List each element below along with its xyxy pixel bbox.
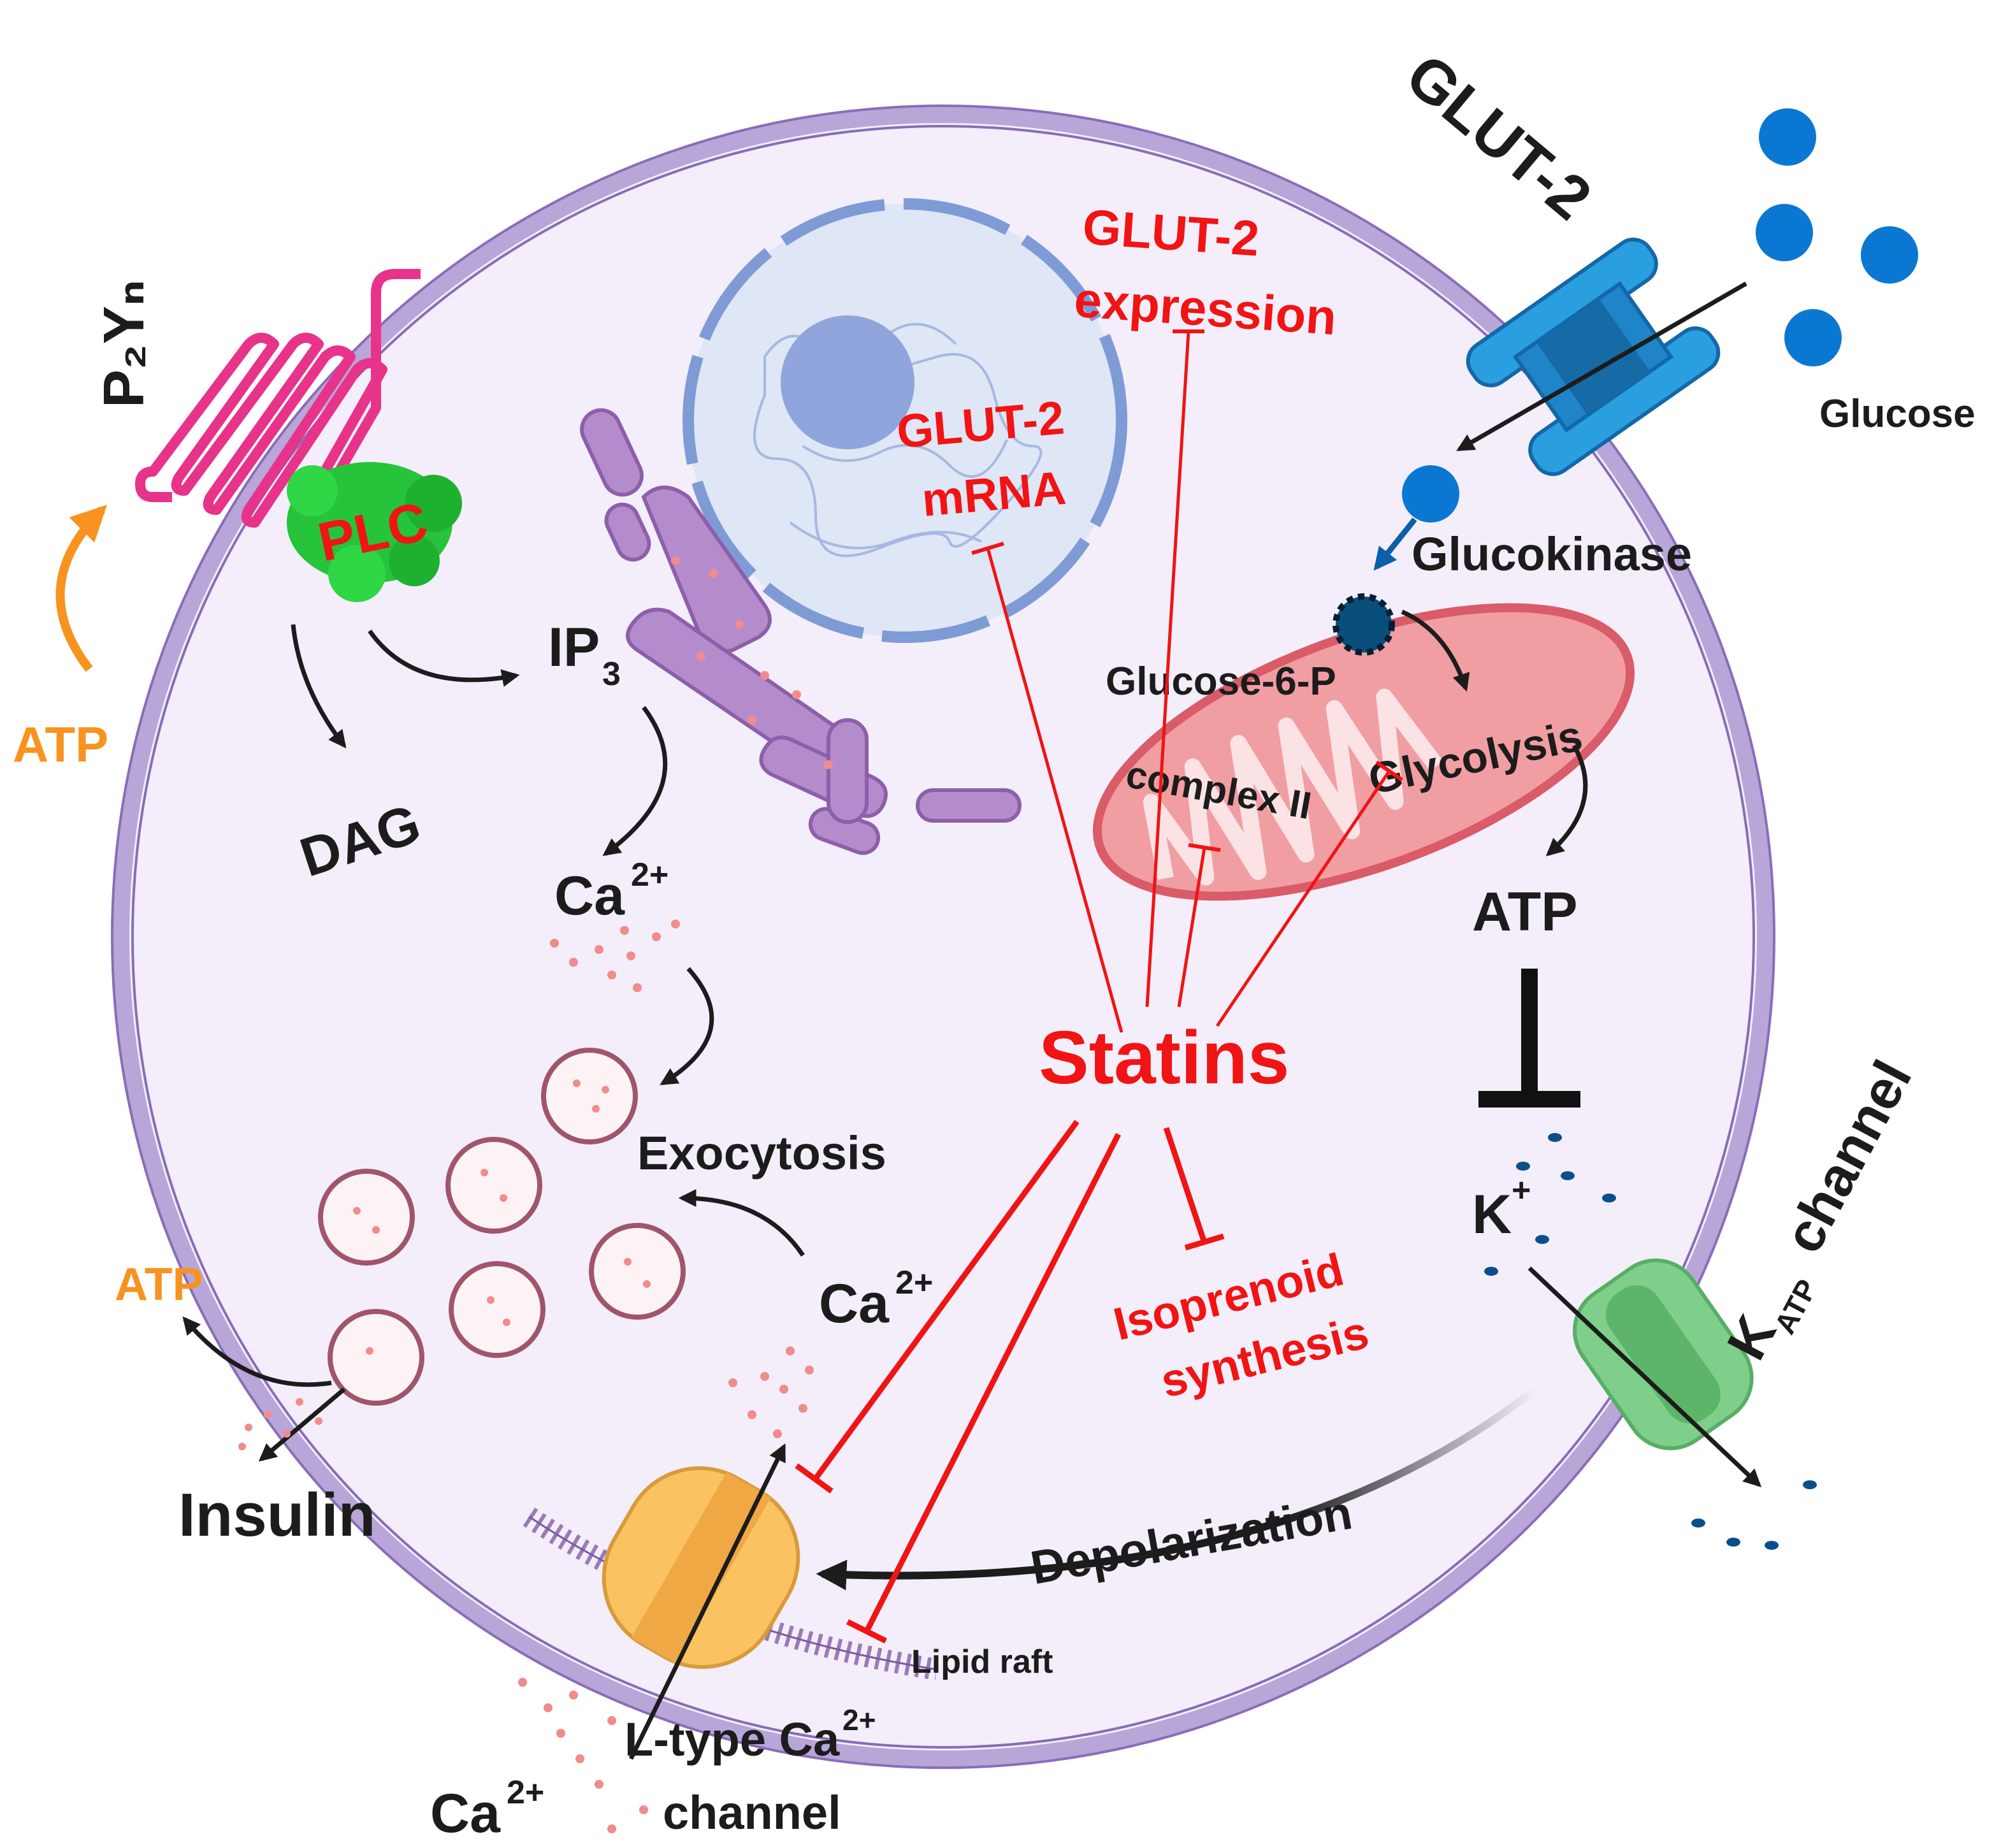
ca-ions-er xyxy=(550,920,680,992)
cell-membrane-outer-line xyxy=(111,105,1775,1769)
glucose-label: Glucose xyxy=(1819,392,1976,436)
svg-text:K: K xyxy=(1472,1184,1512,1245)
svg-text:3: 3 xyxy=(602,656,621,693)
k-plus-label: K + xyxy=(1472,1172,1531,1245)
svg-text:Ca: Ca xyxy=(554,865,625,927)
glucokinase-label: Glucokinase xyxy=(1412,528,1692,581)
svg-text:+: + xyxy=(1512,1172,1531,1209)
er-icon xyxy=(580,408,1022,855)
arrow-to-insulin xyxy=(258,1387,346,1462)
arrow-ca-to-vesicles xyxy=(660,967,714,1085)
svg-text:GLUT-2: GLUT-2 xyxy=(1081,198,1261,266)
vesicle-icon xyxy=(328,1309,424,1406)
ip3-label: IP 3 xyxy=(548,617,621,693)
ca-inside-label: Ca 2+ xyxy=(819,1264,933,1334)
cell-membrane-inner-line xyxy=(131,125,1755,1749)
arrow-k-efflux xyxy=(1528,1266,1762,1487)
atp-orange-bottom-label: ATP xyxy=(115,1259,203,1310)
insulin-particles xyxy=(238,1398,322,1450)
insulin-vesicles xyxy=(318,1048,686,1406)
vesicle-icon xyxy=(445,1137,542,1234)
svg-text:2+: 2+ xyxy=(842,1703,876,1736)
insulin-label: Insulin xyxy=(178,1481,375,1549)
svg-text:channel: channel xyxy=(663,1786,841,1839)
er-ribosomes xyxy=(671,556,833,769)
atp-inhibits-katp xyxy=(1478,969,1580,1108)
vesicle-icon xyxy=(589,1223,686,1320)
arrow-plc-to-dag xyxy=(291,624,347,749)
svg-text:Ca: Ca xyxy=(430,1783,501,1844)
lipid-raft-label: Lipid raft xyxy=(911,1643,1053,1680)
arrow-glucose-to-glucokinase xyxy=(1373,517,1417,571)
svg-text:channel: channel xyxy=(1772,1051,1923,1262)
p2yn-label: P₂Yₙ xyxy=(92,280,156,408)
plc-enzyme-icon xyxy=(287,462,462,602)
glut2-transporter-icon xyxy=(1466,237,1721,477)
vesicle-icon xyxy=(449,1261,545,1358)
cell-membrane xyxy=(113,106,1774,1767)
depolarization-arrow xyxy=(816,1386,1538,1591)
svg-text:L-type Ca: L-type Ca xyxy=(625,1713,840,1766)
arrow-ca-to-exocytosis xyxy=(678,1189,805,1257)
svg-text:Ca: Ca xyxy=(819,1273,890,1334)
katp-channel-icon xyxy=(1573,1258,1754,1450)
svg-text:2+: 2+ xyxy=(895,1264,933,1301)
k-ions xyxy=(1484,1133,1817,1550)
glucose6p-label: Glucose-6-P xyxy=(1106,660,1336,704)
arrow-to-atp-bottom xyxy=(182,1316,332,1387)
arrow-g6p-to-glycolysis xyxy=(1401,609,1470,692)
atp-release-arrow-top xyxy=(55,505,107,672)
svg-text:IP: IP xyxy=(548,617,600,678)
glucokinase-icon xyxy=(1333,593,1395,656)
atp-black-label: ATP xyxy=(1472,881,1578,942)
arrow-glycolysis-to-atp xyxy=(1545,744,1588,856)
glut2-label: GLUT-2 xyxy=(1394,41,1604,233)
atp-orange-top-label: ATP xyxy=(13,716,108,772)
vesicle-icon xyxy=(318,1169,415,1266)
svg-text:2+: 2+ xyxy=(631,856,668,893)
statin-inhibition-lines xyxy=(795,329,1403,1644)
glucose-molecules xyxy=(1402,108,1918,523)
ca-ions-inside xyxy=(728,1346,814,1438)
arrow-ca-influx xyxy=(628,1443,786,1760)
arrow-glucose-through-glut2 xyxy=(1456,281,1747,452)
arrow-ip3-to-ca xyxy=(602,705,668,856)
svg-text:mRNA: mRNA xyxy=(920,461,1067,526)
vesicle-icon xyxy=(541,1048,638,1144)
nucleus-icon xyxy=(683,198,1127,643)
vesicle-dots xyxy=(353,1079,651,1355)
mitochondrion-icon xyxy=(1092,603,1635,901)
exocytosis-label: Exocytosis xyxy=(637,1127,886,1180)
statins-label: Statins xyxy=(1039,1016,1289,1100)
ca-er-label: Ca 2+ xyxy=(554,856,668,927)
ltype-channel-label: L-type Ca 2+ channel xyxy=(625,1703,876,1839)
svg-text:2+: 2+ xyxy=(507,1774,544,1811)
arrow-plc-to-ip3 xyxy=(368,629,520,687)
ca-outside-label: Ca 2+ xyxy=(430,1774,544,1844)
ca-ions-outside xyxy=(518,1678,648,1833)
